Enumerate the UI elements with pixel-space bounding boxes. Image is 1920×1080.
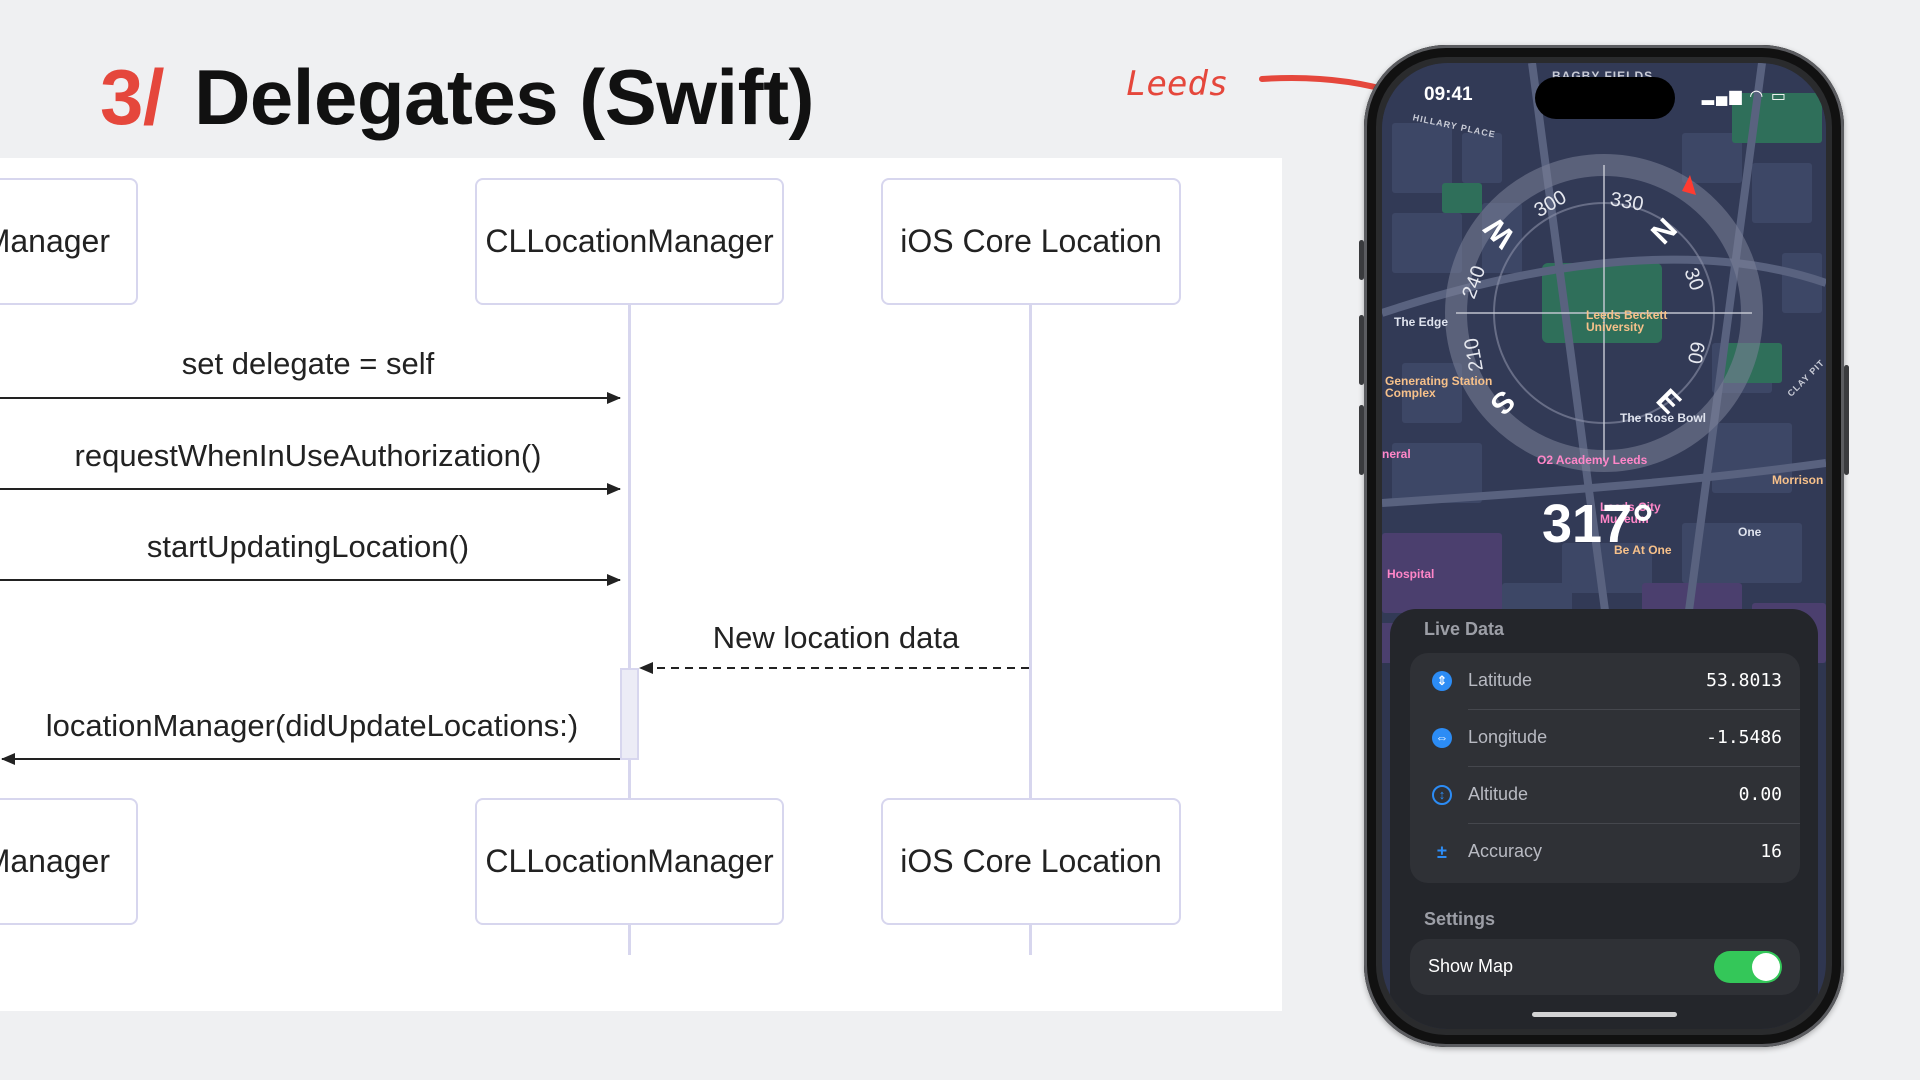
accuracy-value: 16 (1760, 841, 1782, 862)
action-button (1359, 240, 1364, 280)
longitude-value: -1.5486 (1706, 727, 1782, 748)
lifeline-cllocationmanager (628, 305, 631, 955)
compass-dial (1445, 154, 1763, 472)
participant-manager-bottom: Manager (0, 798, 138, 925)
accuracy-label: Accuracy (1468, 841, 1543, 861)
slide-title-text: Delegates (Swift) (194, 53, 815, 141)
annotation-leeds: Leeds (1126, 64, 1229, 104)
row-divider (1468, 823, 1800, 824)
place-rose-bowl[interactable]: The Rose Bowl (1620, 411, 1707, 425)
message-arrows (0, 392, 1029, 765)
place-hospital[interactable]: Hospital (1387, 567, 1435, 581)
message-start-updating: startUpdatingLocation() (146, 529, 470, 564)
phone-screen: N E S W 300 330 30 60 210 240 BAGBY FIEL… (1382, 63, 1826, 1029)
iphone-mockup: N E S W 300 330 30 60 210 240 BAGBY FIEL… (1359, 45, 1849, 1047)
slide-number: 3/ (100, 53, 165, 141)
volume-up-button (1359, 315, 1364, 385)
participant-label: Manager (0, 843, 110, 879)
message-set-delegate: set delegate = self (181, 346, 435, 381)
altitude-value: 0.00 (1738, 784, 1782, 805)
place-the-edge[interactable]: The Edge (1394, 315, 1449, 329)
latitude-value: 53.8013 (1706, 670, 1782, 691)
row-altitude: ↕ Altitude 0.00 (1410, 767, 1800, 824)
latitude-label: Latitude (1468, 670, 1533, 690)
row-divider (1468, 766, 1800, 767)
status-time: 09:41 (1424, 84, 1473, 105)
participant-label: Manager (0, 223, 110, 259)
row-latitude: ⇕ Latitude 53.8013 (1410, 653, 1800, 710)
message-did-update-locations: locationManager(didUpdateLocations:) (45, 708, 579, 743)
message-new-location-data: New location data (712, 620, 960, 655)
activation-bar (620, 668, 639, 760)
show-map-label: Show Map (1428, 956, 1514, 976)
place-morrison[interactable]: Morrison (1772, 473, 1824, 487)
participant-label: iOS Core Location (900, 843, 1162, 879)
place-leeds-city-museum[interactable]: Leeds City Museum (1600, 501, 1670, 525)
row-divider (1468, 709, 1800, 710)
slide-title: 3/Delegates (Swift) (100, 52, 815, 143)
data-sheet: Live Data ⇕ Latitude 53.8013 ⇔ Longitude… (1390, 609, 1818, 1029)
home-indicator[interactable] (1532, 1012, 1677, 1017)
participant-ios-core-location-bottom: iOS Core Location (881, 798, 1181, 925)
status-icons: ▂▄▆ ◠ ▭ (1701, 88, 1788, 105)
participant-ios-core-location-top: iOS Core Location (881, 178, 1181, 305)
participant-cllocationmanager-bottom: CLLocationManager (475, 798, 784, 925)
place-o2-academy[interactable]: O2 Academy Leeds (1537, 453, 1648, 467)
live-data-title: Live Data (1424, 619, 1505, 639)
latitude-icon: ⇕ (1432, 671, 1452, 691)
map-view[interactable] (1382, 63, 1826, 663)
place-leeds-beckett-label: Leeds Beckett University (1586, 308, 1668, 334)
toggle-knob (1752, 953, 1780, 981)
participant-cllocationmanager-top: CLLocationManager (475, 178, 784, 305)
place-general[interactable]: neral (1382, 447, 1411, 461)
longitude-icon: ⇔ (1432, 728, 1452, 748)
altitude-icon: ↕ (1432, 785, 1452, 805)
participant-label: iOS Core Location (900, 223, 1162, 259)
settings-card: Show Map (1410, 939, 1800, 995)
dynamic-island (1535, 77, 1675, 119)
place-one[interactable]: One (1738, 525, 1762, 539)
volume-down-button (1359, 405, 1364, 475)
row-accuracy: ± Accuracy 16 (1410, 824, 1800, 881)
participant-label: CLLocationManager (485, 223, 774, 259)
participant-label: CLLocationManager (485, 843, 774, 879)
power-button (1844, 365, 1849, 475)
settings-title: Settings (1424, 909, 1496, 929)
compass-heading: 317° (1542, 494, 1654, 554)
message-request-authorization: requestWhenInUseAuthorization() (74, 438, 542, 473)
place-leeds-city-museum-label: Leeds City Museum (1600, 500, 1661, 526)
participant-manager-top: Manager (0, 178, 138, 305)
accuracy-icon: ± (1437, 842, 1447, 862)
show-map-toggle[interactable] (1714, 951, 1782, 983)
altitude-label: Altitude (1468, 784, 1529, 804)
compass-degree: 60 (1682, 339, 1709, 366)
place-be-at-one[interactable]: Be At One (1614, 543, 1672, 557)
lifeline-ios-core-location (1029, 305, 1032, 955)
row-longitude: ⇔ Longitude -1.5486 (1410, 710, 1800, 767)
sequence-diagram: Manager CLLocationManager iOS Core Locat… (0, 158, 1282, 1011)
place-generating-station[interactable]: Generating Station Complex (1385, 375, 1495, 399)
live-data-card: ⇕ Latitude 53.8013 ⇔ Longitude -1.5486 ↕… (1410, 653, 1800, 883)
place-generating-station-label: Generating Station Complex (1385, 374, 1493, 400)
longitude-label: Longitude (1468, 727, 1548, 747)
place-leeds-beckett[interactable]: Leeds Beckett University (1586, 309, 1676, 333)
